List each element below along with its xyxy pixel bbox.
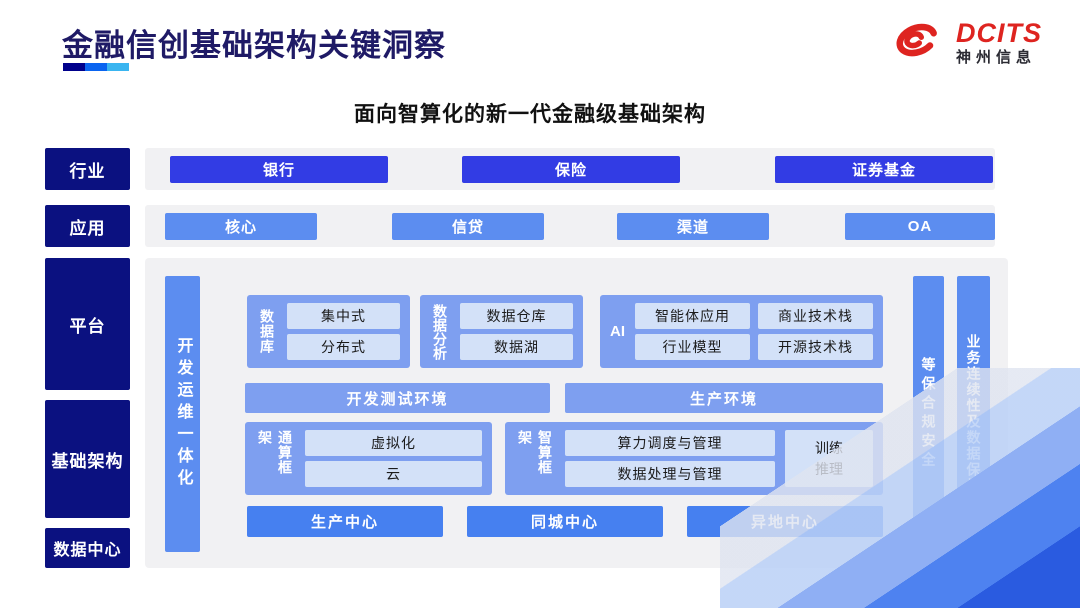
ai-compute-item-data-mgmt: 数据处理与管理 — [565, 461, 775, 487]
ai-section: AI 智能体应用 商业技术栈 行业模型 开源技术栈 — [600, 295, 883, 368]
security-compliance-bar: 等保合规安全 — [913, 276, 944, 552]
devops-bar: 开发运维一体化 — [165, 276, 200, 552]
ai-compute-item-scheduling: 算力调度与管理 — [565, 430, 775, 456]
data-analysis-section: 数据分析 数据仓库 数据湖 — [420, 295, 583, 368]
page-title: 金融信创基础架构关键洞察 — [62, 28, 446, 63]
ai-item-agent-apps: 智能体应用 — [635, 303, 750, 329]
dev-test-environment-bar: 开发测试环境 — [245, 383, 550, 413]
underline-segment-dark — [63, 63, 85, 71]
database-section-label: 数据库 — [259, 309, 275, 354]
database-item-distributed: 分布式 — [287, 334, 400, 360]
title-underline — [63, 63, 129, 71]
ai-compute-section: 智算框架 算力调度与管理 数据处理与管理 训练推理 — [505, 422, 883, 495]
rail-label-datacenter: 数据中心 — [45, 528, 130, 568]
industry-block-bank: 银行 — [170, 156, 388, 183]
underline-segment-mid — [85, 63, 107, 71]
ai-item-opensource-stack: 开源技术栈 — [758, 334, 873, 360]
dcits-swirl-icon — [886, 16, 948, 69]
rail-label-platform: 平台 — [45, 258, 130, 390]
logo-subbrand-text: 神州信息 — [956, 48, 1037, 66]
rail-label-industry: 行业 — [45, 148, 130, 190]
ai-item-commercial-stack: 商业技术栈 — [758, 303, 873, 329]
diagram-title: 面向智算化的新一代金融级基础架构 — [354, 103, 706, 126]
ai-compute-train-infer: 训练推理 — [785, 430, 873, 487]
general-compute-section: 通算框架 虚拟化 云 — [245, 422, 492, 495]
rail-label-application: 应用 — [45, 205, 130, 247]
logo-brand-text: DCITS — [956, 18, 1042, 49]
production-center-bar: 生产中心 — [247, 506, 443, 537]
business-continuity-bar: 业务连续性及数据保护 — [957, 276, 990, 552]
samecity-center-bar: 同城中心 — [467, 506, 663, 537]
ai-item-industry-models: 行业模型 — [635, 334, 750, 360]
application-block-channel: 渠道 — [617, 213, 769, 240]
industry-block-securities: 证券基金 — [775, 156, 993, 183]
devops-bar-label: 开发运维一体化 — [174, 337, 192, 491]
database-section: 数据库 集中式 分布式 — [247, 295, 410, 368]
database-item-centralized: 集中式 — [287, 303, 400, 329]
remote-center-bar: 异地中心 — [687, 506, 883, 537]
general-compute-item-virtualization: 虚拟化 — [305, 430, 482, 456]
application-band: 核心 信贷 渠道 OA — [145, 205, 995, 247]
application-block-oa: OA — [845, 213, 995, 240]
ai-compute-train-infer-label: 训练推理 — [815, 439, 843, 477]
underline-segment-light — [107, 63, 129, 71]
application-block-core: 核心 — [165, 213, 317, 240]
application-block-credit: 信贷 — [392, 213, 544, 240]
rail-label-infrastructure: 基础架构 — [45, 400, 130, 518]
security-compliance-label: 等保合规安全 — [920, 357, 937, 471]
dcits-logo: DCITS 神州信息 — [886, 16, 1042, 69]
industry-band: 银行 保险 证券基金 — [145, 148, 995, 190]
data-analysis-item-lake: 数据湖 — [460, 334, 573, 360]
data-analysis-section-label: 数据分析 — [432, 303, 448, 360]
production-environment-bar: 生产环境 — [565, 383, 883, 413]
business-continuity-label: 业务连续性及数据保护 — [965, 334, 982, 494]
ai-compute-label: 智算框架 — [517, 430, 553, 475]
general-compute-item-cloud: 云 — [305, 461, 482, 487]
industry-block-insurance: 保险 — [462, 156, 680, 183]
ai-section-label: AI — [610, 323, 625, 340]
platform-container: 开发运维一体化 数据库 集中式 分布式 数据分析 数据仓库 数据湖 AI 智能体… — [145, 258, 1008, 568]
data-analysis-item-warehouse: 数据仓库 — [460, 303, 573, 329]
general-compute-label: 通算框架 — [257, 430, 293, 475]
